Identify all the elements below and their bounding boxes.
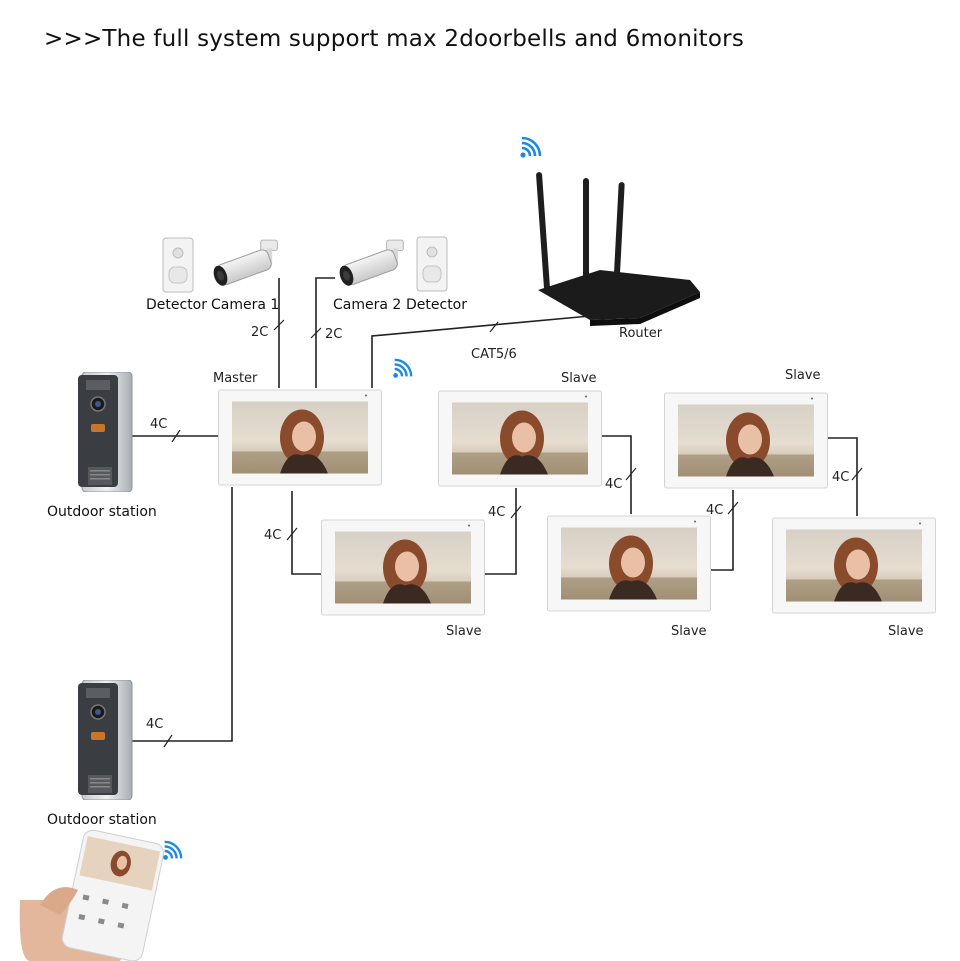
monitor-icon bbox=[218, 389, 382, 486]
master-slave-wire-label: 4C bbox=[264, 528, 281, 543]
camera-2-label: Camera 2 bbox=[333, 297, 401, 313]
outdoor-1-wire-label: 4C bbox=[150, 417, 167, 432]
wiring bbox=[131, 277, 863, 748]
camera-1-wire-label: 2C bbox=[251, 325, 268, 340]
slave-t1-b2-wire-label: 4C bbox=[605, 477, 622, 492]
smartphone-icon bbox=[19, 829, 165, 961]
monitor-icon bbox=[547, 515, 711, 612]
wifi-icon bbox=[162, 840, 183, 861]
monitor-icon bbox=[321, 519, 485, 616]
wifi-icon bbox=[519, 136, 542, 159]
wifi-icon bbox=[392, 358, 413, 379]
monitor-icon bbox=[664, 392, 828, 489]
camera-2-wire-label: 2C bbox=[325, 327, 342, 342]
slave-bottom-1-label: Slave bbox=[446, 624, 482, 639]
camera-1-label: Camera 1 bbox=[211, 297, 279, 313]
camera-icon bbox=[210, 239, 278, 288]
outdoor-station-1-label: Outdoor station bbox=[47, 504, 157, 520]
detector-icon bbox=[162, 237, 194, 293]
slave-b1-t1-wire-label: 4C bbox=[488, 505, 505, 520]
outdoor-2-wire-label: 4C bbox=[146, 717, 163, 732]
router-label: Router bbox=[619, 326, 663, 341]
doorbell-icon bbox=[77, 372, 133, 492]
slave-top-1-label: Slave bbox=[561, 371, 597, 386]
slave-bottom-3-label: Slave bbox=[888, 624, 924, 639]
camera-icon bbox=[336, 239, 404, 288]
detector-icon bbox=[416, 236, 448, 292]
outdoor-station-2-label: Outdoor station bbox=[47, 812, 157, 828]
slave-b2-t2-wire-label: 4C bbox=[706, 503, 723, 518]
slave-t2-b3-wire-label: 4C bbox=[832, 470, 849, 485]
page-title: >>>The full system support max 2doorbell… bbox=[44, 26, 745, 52]
router-icon bbox=[519, 136, 700, 326]
doorbell-icon bbox=[77, 680, 133, 800]
slave-bottom-2-label: Slave bbox=[671, 624, 707, 639]
monitor-icon bbox=[772, 517, 936, 614]
router-wire-label: CAT5/6 bbox=[471, 347, 517, 362]
detector-right-label: Detector bbox=[406, 297, 467, 313]
slave-top-2-label: Slave bbox=[785, 368, 821, 383]
detector-left-label: Detector bbox=[146, 297, 207, 313]
master-label: Master bbox=[213, 371, 258, 386]
monitor-icon bbox=[438, 390, 602, 487]
